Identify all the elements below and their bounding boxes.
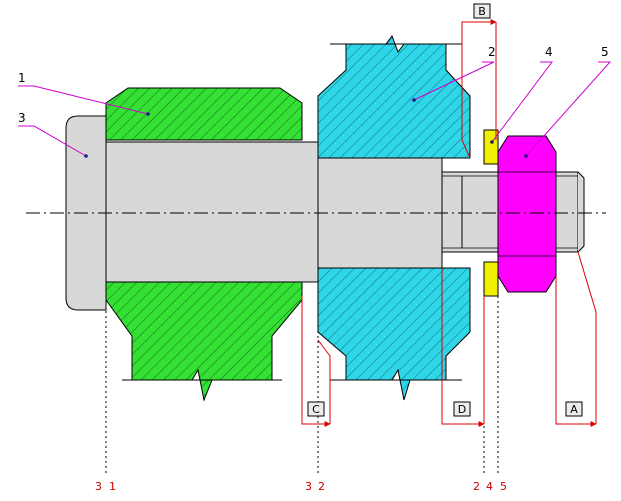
bolt-shank [105, 141, 319, 283]
part-1-lower [105, 281, 303, 402]
axis-label-5: 5 [500, 480, 507, 493]
axis-label-4: 4 [486, 480, 493, 493]
part-label-5: 5 [601, 45, 609, 59]
section-label-B: B [473, 3, 491, 19]
axis-label-3b: 3 [305, 480, 312, 493]
part-label-1: 1 [18, 71, 26, 85]
part-label-4: 4 [545, 45, 553, 59]
leader-lines [18, 61, 612, 157]
part-2-lower [317, 267, 471, 401]
section-label-D: D [453, 401, 471, 417]
part-2-upper [317, 34, 471, 159]
part-1-upper [105, 87, 303, 141]
part-label-3: 3 [18, 111, 26, 125]
section-lines [301, 19, 597, 427]
nut [497, 135, 557, 293]
section-label-C: C [307, 401, 325, 417]
axis-label-3a: 3 [95, 480, 102, 493]
washer-lower [483, 261, 499, 297]
part-label-2: 2 [488, 45, 496, 59]
svg-text:C: C [312, 403, 320, 416]
svg-text:D: D [458, 403, 466, 416]
axis-label-2b: 2 [473, 480, 480, 493]
leader-dots [84, 98, 528, 158]
svg-text:B: B [478, 5, 486, 18]
section-label-A: A [565, 401, 583, 417]
axis-label-1: 1 [109, 480, 116, 493]
svg-text:A: A [570, 403, 578, 416]
axis-label-2a: 2 [318, 480, 325, 493]
